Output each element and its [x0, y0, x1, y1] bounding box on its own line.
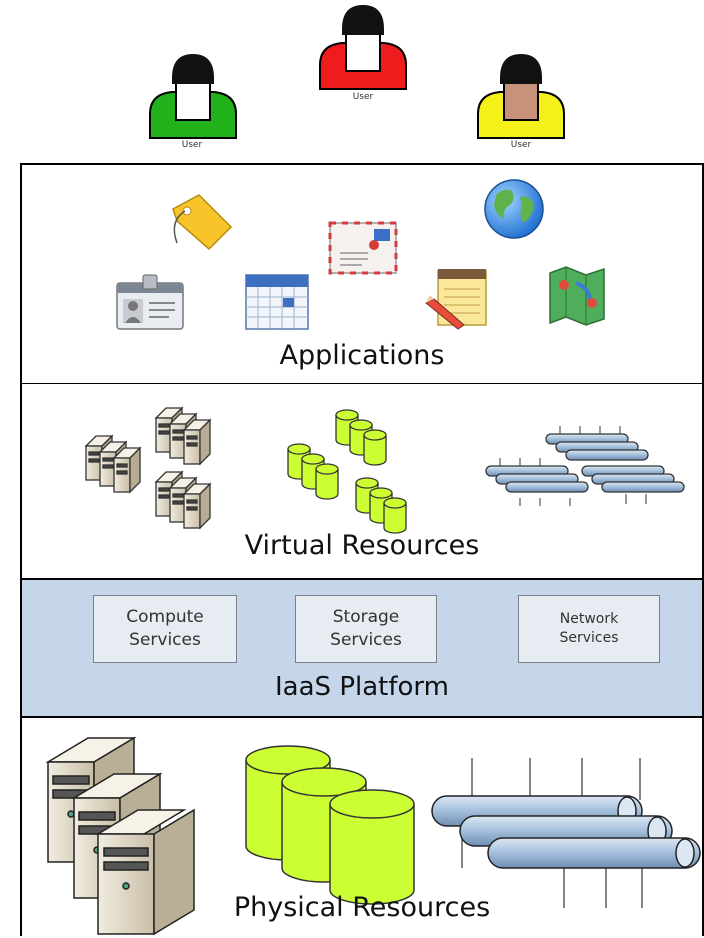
- virtual-storage-icon: [287, 409, 407, 534]
- user-icon: [149, 54, 237, 139]
- iaas-platform-title: IaaS Platform: [275, 672, 449, 702]
- user-icon: [477, 54, 565, 139]
- virtual-resources-layer: Virtual Resources: [20, 384, 704, 580]
- calendar-icon: [245, 274, 309, 330]
- mail-icon: [328, 221, 398, 275]
- compute-services-box: Compute Services: [93, 595, 237, 663]
- user-label: User: [181, 140, 203, 150]
- physical-resources-layer: Physical Resources: [20, 716, 704, 936]
- physical-servers-icon: [45, 736, 195, 936]
- user-label: User: [352, 92, 374, 102]
- network-services-box: Network Services: [518, 595, 660, 663]
- physical-resources-title: Physical Resources: [233, 892, 491, 923]
- applications-layer: Applications: [20, 163, 704, 385]
- physical-network-icon: [431, 758, 701, 908]
- user-icon: [319, 5, 407, 90]
- virtual-network-icon: [485, 426, 685, 506]
- contact-card-icon: [116, 274, 184, 330]
- globe-icon: [484, 179, 544, 239]
- applications-title: Applications: [279, 340, 445, 371]
- user-label: User: [510, 140, 532, 150]
- virtual-resources-title: Virtual Resources: [244, 530, 480, 561]
- virtual-servers-icon: [84, 406, 212, 530]
- physical-storage-icon: [245, 745, 415, 905]
- map-icon: [549, 266, 605, 326]
- iaas-platform-layer: Compute Services Storage Services Networ…: [20, 578, 704, 718]
- tag-icon: [172, 194, 233, 251]
- storage-services-box: Storage Services: [295, 595, 437, 663]
- notepad-icon: [425, 269, 487, 330]
